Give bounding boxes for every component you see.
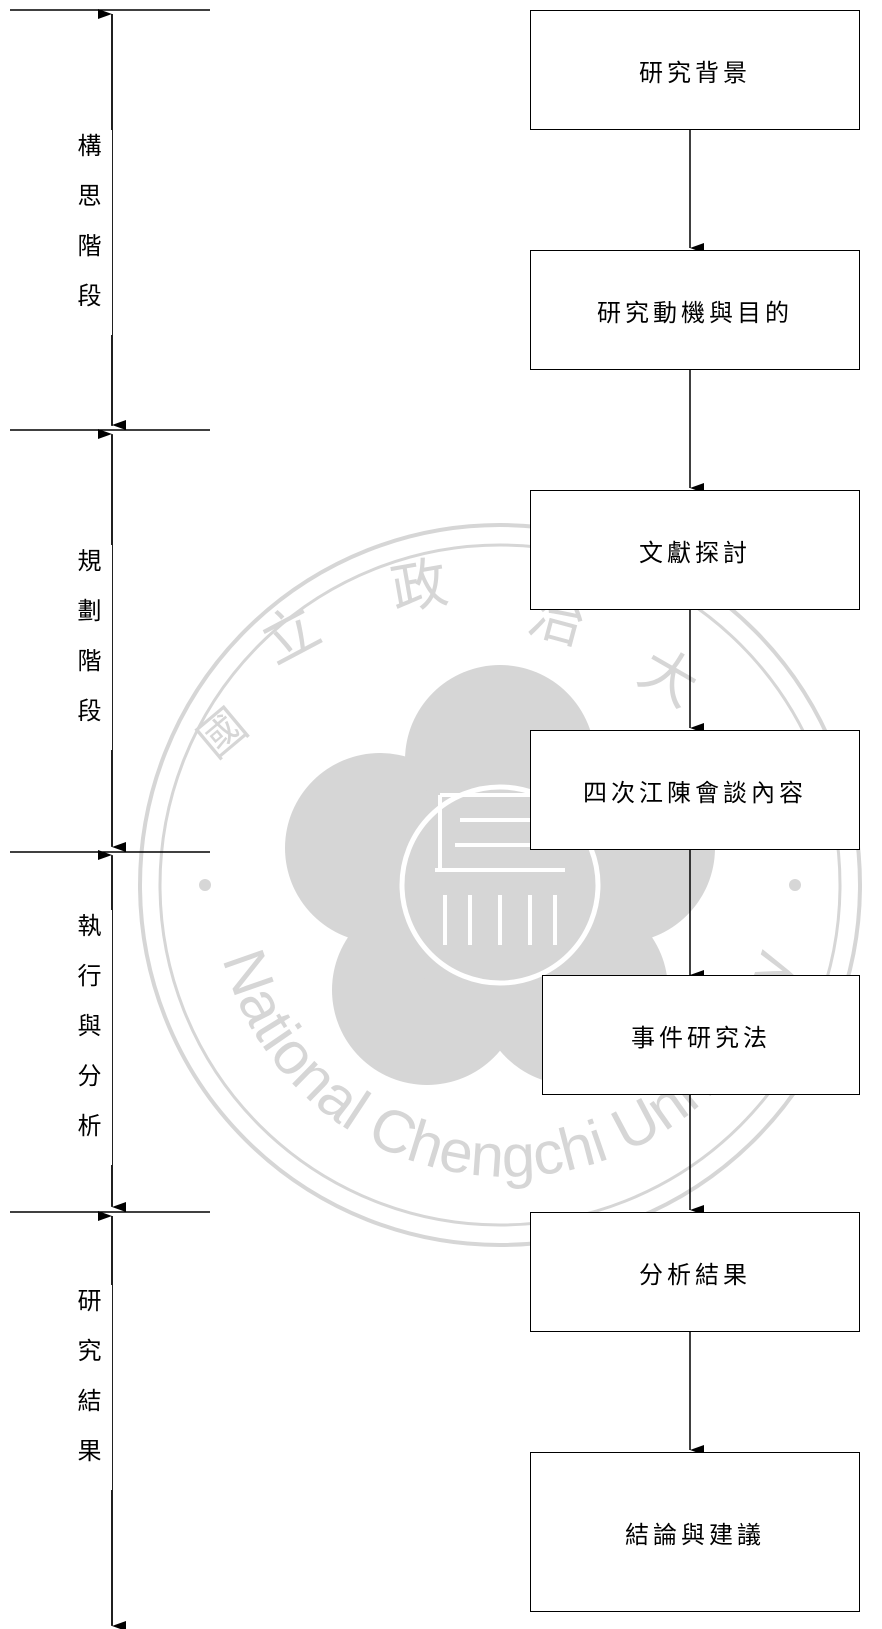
seal-inner-ring — [158, 543, 842, 1227]
seal-outer-ring — [138, 523, 862, 1247]
seal-center-ring — [399, 784, 601, 986]
step-label: 研究背景 — [639, 58, 751, 87]
step-box-literature-review: 文獻探討 — [530, 490, 860, 610]
stage-label-results: 研究結果 — [72, 1285, 112, 1490]
stage-label-planning: 規劃階段 — [72, 545, 112, 750]
step-label: 四次江陳會談內容 — [583, 778, 807, 807]
step-label: 結論與建議 — [625, 1520, 765, 1549]
seal-char-3: 政 — [386, 550, 452, 624]
step-box-analysis-results: 分析結果 — [530, 1212, 860, 1332]
step-box-talks-content: 四次江陳會談內容 — [530, 730, 860, 850]
step-label: 研究動機與目的 — [597, 298, 793, 327]
step-box-event-study: 事件研究法 — [542, 975, 860, 1095]
stage-label-conception: 構思階段 — [72, 130, 112, 335]
seal-center-glyph-icon — [435, 793, 565, 945]
step-label: 事件研究法 — [631, 1023, 771, 1052]
seal-char-5: 大 — [628, 636, 709, 720]
seal-char-1: 國 — [187, 697, 257, 768]
seal-dot-left — [199, 879, 211, 891]
step-box-conclusion: 結論與建議 — [530, 1452, 860, 1612]
step-box-background: 研究背景 — [530, 10, 860, 130]
seal-dot-right — [789, 879, 801, 891]
seal-char-2: 立 — [251, 594, 331, 678]
stage-timeline — [10, 9, 210, 1629]
step-label: 分析結果 — [639, 1260, 751, 1289]
stage-label-execution: 執行與分析 — [72, 910, 112, 1165]
step-label: 文獻探討 — [639, 538, 751, 567]
step-box-motivation: 研究動機與目的 — [530, 250, 860, 370]
